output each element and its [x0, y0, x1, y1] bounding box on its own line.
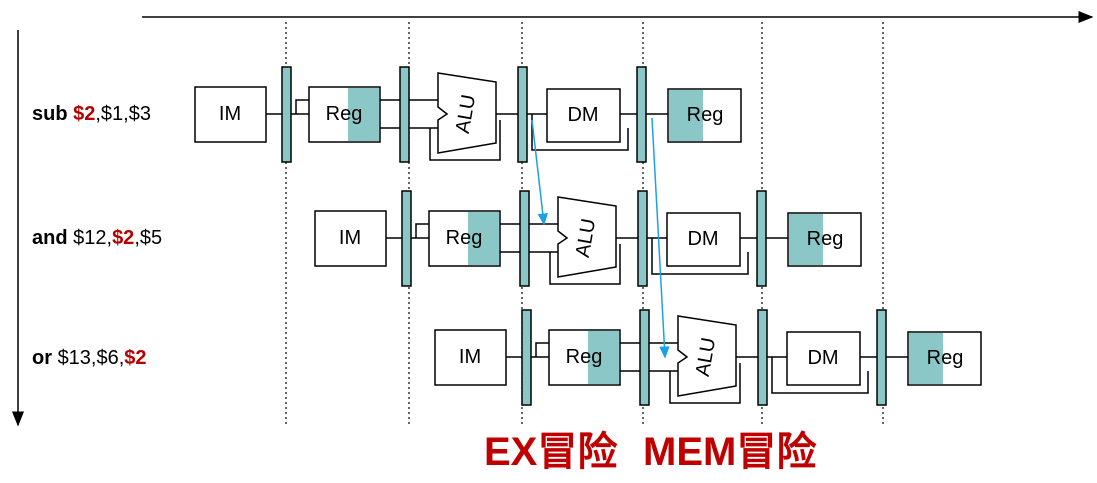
dm-box: [666, 212, 741, 267]
alu-shape: [437, 72, 497, 154]
instruction-operand-hazard: $2: [112, 227, 135, 249]
register-file-label: Reg: [566, 346, 603, 368]
pipeline-register-id-ex: [399, 66, 410, 163]
reg-read-wire: [535, 342, 549, 357]
register-file-label: Reg: [446, 227, 483, 249]
instruction-operand-src: ,$5: [134, 227, 163, 249]
instruction-label-or: or $13,$6,$2: [32, 348, 147, 368]
dm-label: DM: [567, 104, 598, 126]
register-write-shade: [789, 214, 823, 265]
register-write-label: Reg: [927, 347, 964, 369]
alu-shape: [677, 315, 737, 397]
reg-read-wire: [415, 223, 429, 238]
alu-bypass-wire: [669, 363, 741, 404]
register-file-label: Reg: [326, 103, 363, 125]
dm-box: [786, 331, 861, 386]
register-read-shade: [588, 331, 619, 384]
reg-read-wire: [295, 99, 309, 114]
pipeline-register-ex-mem: [637, 190, 648, 287]
im-box: [434, 329, 507, 386]
ex-hazard-caption: EX冒险: [484, 430, 618, 474]
dm-bypass-wire: [771, 357, 869, 394]
dm-box: [546, 88, 621, 143]
instruction-label-sub: sub $2,$1,$3: [32, 104, 151, 124]
instruction-operand-dest: $2: [73, 103, 96, 125]
instruction-label-and: and $12,$2,$5: [32, 228, 162, 248]
pipeline-register-if-id: [521, 309, 532, 406]
mem-forwarding-arrow: [651, 117, 670, 359]
pipeline-register-if-id: [281, 66, 292, 163]
pipeline-register-id-ex: [519, 190, 530, 287]
dm-bypass-wire: [651, 238, 749, 275]
dm-label: DM: [807, 347, 838, 369]
pipeline-register-mem-wb: [876, 309, 887, 406]
pipeline-register-if-id: [401, 190, 412, 287]
dm-label: DM: [687, 228, 718, 250]
pipeline-register-ex-mem: [757, 309, 768, 406]
instruction-op: and: [32, 227, 68, 249]
register-write-label: Reg: [807, 228, 844, 250]
alu-shape: [557, 196, 617, 278]
instruction-operand-hazard: $2: [124, 347, 147, 369]
register-write-shade: [669, 90, 703, 141]
im-label: IM: [339, 227, 361, 249]
pipeline-register-mem-wb: [636, 66, 647, 163]
instruction-operand-src: ,$1,$3: [95, 103, 151, 125]
alu-bypass-wire: [549, 244, 621, 285]
register-read-shade: [348, 88, 379, 141]
pipeline-register-mem-wb: [756, 190, 767, 287]
mem-hazard-caption: MEM冒险: [643, 430, 817, 474]
alu-bypass-wire: [429, 120, 501, 161]
pipeline-register-ex-mem: [517, 66, 528, 163]
instruction-operand-dest: $13,$6,: [57, 347, 125, 369]
register-read-shade: [468, 212, 499, 265]
ex-forwarding-arrow: [531, 119, 549, 226]
register-write-shade: [909, 333, 943, 384]
instruction-op: or: [32, 347, 52, 369]
im-box: [194, 86, 267, 143]
register-write-label: Reg: [687, 104, 724, 126]
im-label: IM: [459, 346, 481, 368]
im-label: IM: [219, 103, 241, 125]
instruction-op: sub: [32, 103, 68, 125]
dm-bypass-wire: [531, 114, 629, 151]
pipeline-register-id-ex: [639, 309, 650, 406]
instruction-operand-dest: $12,: [73, 227, 113, 249]
